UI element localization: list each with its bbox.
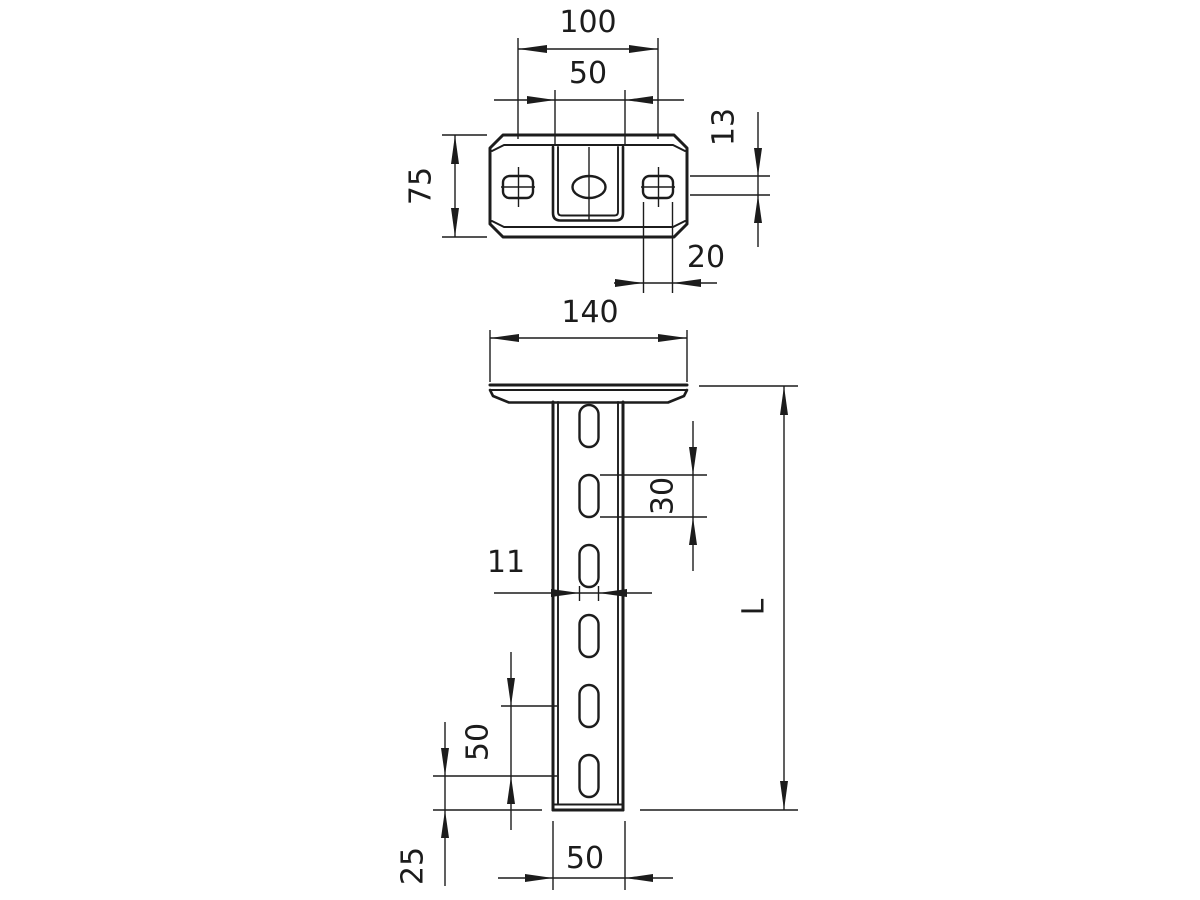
arrow-left-icon [625, 874, 653, 882]
dim-hole-length-label: 30 [646, 477, 681, 515]
arrow-right-icon [551, 589, 580, 597]
arrow-down-icon [507, 678, 515, 706]
dim-slot-height: 13 [690, 108, 770, 247]
arrow-up-icon [507, 776, 515, 804]
dim-hole-spacing: 100 [517, 5, 659, 139]
arrow-right-icon [615, 279, 644, 287]
arrow-right-icon [658, 334, 687, 342]
post-slot-hole-2 [578, 473, 600, 519]
arrow-right-icon [525, 874, 553, 882]
right-slot-centerlines [641, 167, 675, 207]
arrow-down-icon [780, 781, 788, 810]
dim-hole-spacing-label: 100 [559, 5, 616, 40]
arrow-down-icon [451, 208, 459, 237]
arrow-down-icon [754, 148, 762, 176]
arrow-up-icon [780, 386, 788, 415]
dim-slot-length-label: 20 [687, 240, 725, 275]
dim-hole-width: 11 [487, 545, 652, 601]
dim-channel-width-label: 50 [569, 56, 607, 91]
arrow-left-icon [490, 334, 519, 342]
arrow-up-icon [441, 810, 449, 838]
dim-slot-height-label: 13 [707, 108, 742, 146]
dim-support-length-label: L [737, 598, 772, 615]
channel-profile-inner [557, 146, 619, 217]
arrow-down-icon [689, 447, 697, 475]
dim-slot-length: 20 [614, 202, 725, 293]
post-slot-hole-3 [578, 543, 600, 589]
top-view: 100 50 75 13 20 [404, 5, 770, 293]
head-plate-outline [488, 133, 689, 239]
post-slot-hole-6 [578, 753, 600, 799]
arrow-left-icon [625, 96, 653, 104]
post-outer-walls [551, 400, 625, 812]
arrow-up-icon [754, 195, 762, 223]
dim-plate-depth: 75 [404, 134, 487, 238]
dim-hole-pitch: 50 [433, 652, 557, 830]
dim-hole-width-label: 11 [487, 545, 525, 580]
head-plate-folded-edge-top [491, 144, 686, 152]
head-plate-folded-edge-bottom [491, 220, 686, 228]
dim-plate-depth-label: 75 [404, 167, 439, 205]
dim-end-hole-offset-label: 25 [396, 847, 431, 885]
front-view: 140 L 30 11 50 [396, 295, 798, 890]
dim-hole-length: 30 [600, 421, 707, 571]
arrow-right-icon [527, 96, 555, 104]
arrow-right-icon [629, 45, 658, 53]
dim-end-hole-offset: 25 [396, 722, 542, 886]
dim-profile-width: 50 [498, 821, 673, 890]
channel-profile-outer [551, 145, 625, 222]
dim-hole-pitch-label: 50 [461, 723, 496, 761]
post-inner-walls [557, 401, 619, 805]
arrow-up-icon [451, 135, 459, 164]
left-slot-centerlines [501, 167, 535, 207]
head-plate-front-underside [488, 388, 689, 404]
arrow-left-icon [518, 45, 547, 53]
post-slot-hole-5 [578, 683, 600, 729]
arrow-left-icon [598, 589, 627, 597]
arrow-up-icon [689, 517, 697, 545]
post-slot-hole-4 [578, 613, 600, 659]
dim-profile-width-label: 50 [566, 841, 604, 876]
dim-support-length: L [640, 385, 798, 811]
dim-plate-width-label: 140 [561, 295, 618, 330]
arrow-down-icon [441, 748, 449, 776]
arrow-left-icon [672, 279, 701, 287]
dim-plate-width: 140 [489, 295, 688, 382]
dim-channel-width: 50 [494, 56, 684, 146]
post-slot-hole-1 [578, 403, 600, 449]
